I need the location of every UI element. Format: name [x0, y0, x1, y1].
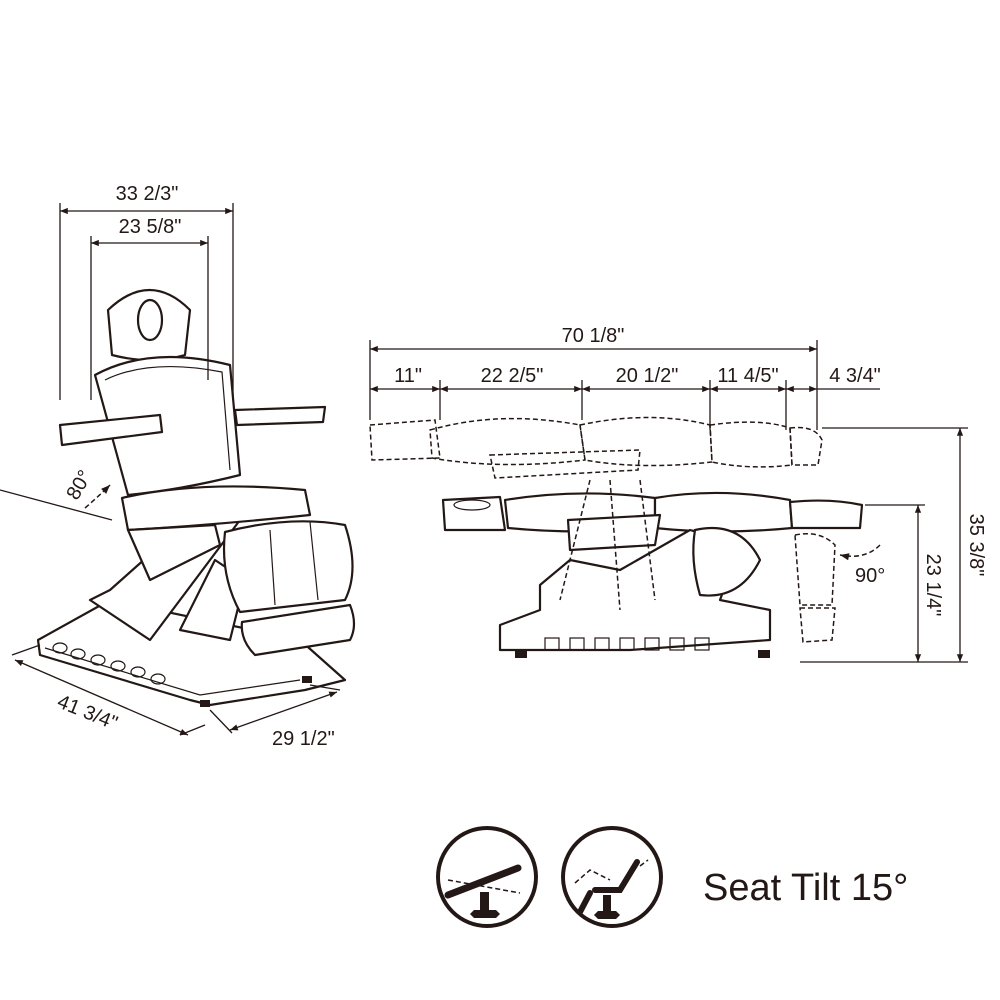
- dim-base-length: 41 3/4": [54, 691, 120, 735]
- dim-max-height: 35 3/8": [965, 514, 987, 577]
- side-view-dimensions: 70 1/8" 11" 22 2/5" 20 1/2" 11 4/5" 4 3/…: [369, 325, 987, 663]
- dim-back-angle: 80°: [62, 467, 96, 504]
- side-foot-pedals: [544, 637, 710, 651]
- dim-segment-foot: 4 3/4": [829, 365, 881, 387]
- flat-position-outline: [369, 416, 823, 479]
- dim-segment-head: 11": [394, 365, 422, 387]
- dim-segment-leg: 11 4/5": [717, 365, 778, 387]
- chair-recline-icon: [561, 826, 663, 928]
- table-tilt-icon: [436, 826, 538, 928]
- dim-base-width: 29 1/2": [272, 728, 335, 750]
- seat-tilt-label: Seat Tilt 15°: [703, 867, 908, 909]
- dim-leg-angle: 90°: [855, 565, 885, 587]
- side-view-chair: [369, 416, 864, 658]
- dim-seat-width: 23 5/8": [119, 216, 182, 238]
- dim-min-height: 23 1/4": [922, 554, 944, 617]
- dim-segment-back: 22 2/5": [481, 365, 544, 387]
- dim-segment-seat: 20 1/2": [616, 365, 679, 387]
- dim-overall-length: 70 1/8": [562, 325, 625, 347]
- dim-overall-width: 33 2/3": [116, 183, 179, 205]
- front-view-chair: [36, 289, 356, 707]
